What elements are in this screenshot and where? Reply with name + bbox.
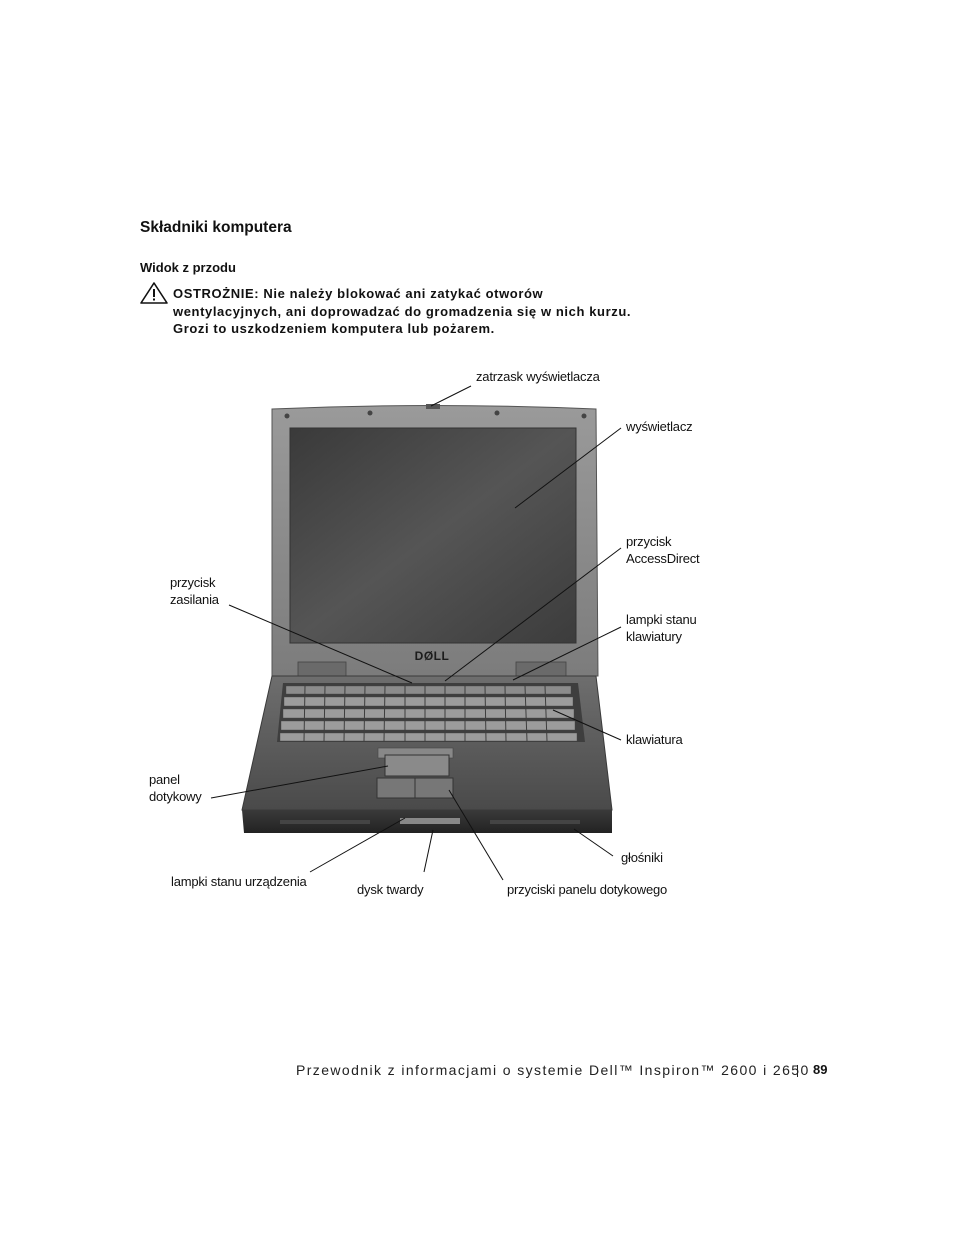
callout-line: przycisk	[170, 575, 216, 590]
display-latch	[426, 404, 440, 409]
callout-line: AccessDirect	[626, 551, 700, 566]
display-lid: DØLL	[271, 404, 599, 677]
callout-line: zasilania	[170, 592, 219, 607]
footer-separator	[797, 1065, 798, 1077]
callout-line: dotykowy	[149, 789, 202, 804]
touchpad	[384, 754, 450, 777]
callout-line: przycisk	[626, 534, 672, 549]
callout-display: wyświetlacz	[626, 419, 693, 434]
caution-label: OSTROŻNIE:	[173, 286, 260, 301]
section-title: Składniki komputera	[140, 219, 292, 236]
callout-line: panel	[149, 772, 180, 787]
footer-title: Przewodnik z informacjami o systemie Del…	[296, 1062, 810, 1078]
page-number: 89	[813, 1062, 828, 1077]
dell-logo: DØLL	[415, 649, 450, 663]
callout-keyboard: klawiatura	[626, 732, 683, 747]
caution-icon	[140, 282, 168, 304]
callout-accessdirect-button: przycisk AccessDirect	[626, 533, 700, 567]
caution-notice: OSTROŻNIE: Nie należy blokować ani zatyk…	[173, 285, 643, 338]
device-status-lights	[400, 818, 460, 824]
keyboard	[279, 685, 578, 742]
callout-line: lampki stanu	[626, 612, 697, 627]
callout-device-status-lights: lampki stanu urządzenia	[171, 874, 307, 889]
callout-speakers: głośniki	[621, 850, 663, 865]
callout-line: klawiatury	[626, 629, 682, 644]
subsection-title: Widok z przodu	[140, 260, 236, 275]
callout-hard-drive: dysk twardy	[357, 882, 424, 897]
callout-keyboard-status-lights: lampki stanu klawiatury	[626, 611, 697, 645]
laptop-base	[241, 675, 613, 833]
callout-power-button: przycisk zasilania	[170, 574, 219, 608]
callout-touchpad: panel dotykowy	[149, 771, 202, 805]
caution-text: Nie należy blokować ani zatykać otworów …	[173, 286, 632, 336]
callout-display-latch: zatrzask wyświetlacza	[476, 369, 600, 384]
callout-touchpad-buttons: przyciski panelu dotykowego	[507, 882, 668, 897]
